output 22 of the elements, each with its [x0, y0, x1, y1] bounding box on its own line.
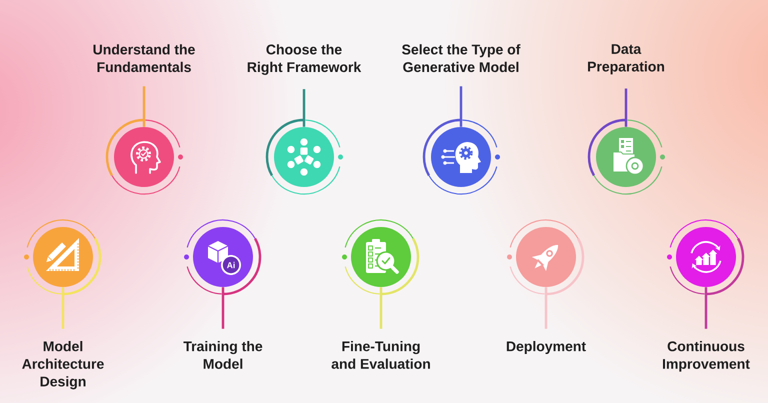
step-circle — [114, 127, 174, 187]
step-circle — [516, 227, 576, 287]
step-label: Deployment — [506, 341, 586, 354]
step-label: Training the Model — [184, 341, 262, 369]
connector-line — [624, 88, 628, 127]
connector-line — [62, 287, 64, 329]
connector-line — [704, 287, 708, 329]
step-label: Continuous Improvement — [662, 341, 750, 372]
connector-line — [460, 86, 462, 127]
connector-line — [142, 86, 146, 127]
connector-line — [222, 287, 224, 329]
icon-text: Ai — [226, 262, 235, 268]
step-label: Model Architecture Design — [22, 341, 104, 390]
step-label: Understand the Fundamentals — [94, 44, 195, 72]
step-label: Select the Type of Generative Model — [402, 44, 520, 72]
step-label: Data Preparation — [588, 44, 664, 74]
connector-line — [302, 89, 306, 127]
step-label: Choose the Right Framework — [248, 44, 362, 75]
connector-line — [380, 287, 382, 329]
step-circle — [676, 227, 736, 287]
connector-line — [544, 287, 548, 329]
step-label: Fine-Tuning and Evaluation — [332, 341, 430, 369]
